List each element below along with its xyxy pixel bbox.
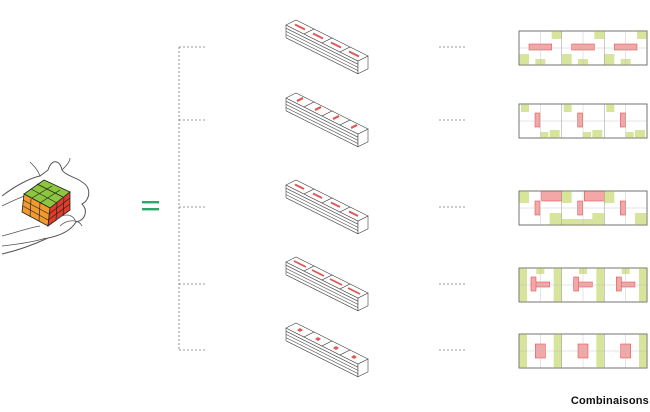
combination-plan: [518, 103, 648, 139]
stacked-blocks-icon: [285, 322, 369, 378]
combination-plan: [518, 267, 648, 303]
stacked-blocks-icon: [285, 256, 369, 312]
combination-plan: [518, 30, 648, 66]
caption: Combinaisons: [571, 395, 649, 407]
combination-2: [179, 92, 648, 148]
combination-plan: [518, 333, 648, 369]
combination-1: [179, 19, 648, 75]
combination-4: [179, 256, 648, 312]
combination-5: [179, 322, 648, 378]
equals-sign-icon: [142, 201, 159, 211]
combination-plan: [518, 190, 648, 226]
stacked-blocks-icon: [285, 92, 369, 148]
combination-3: [179, 179, 648, 235]
stacked-blocks-icon: [285, 179, 369, 235]
stacked-blocks-icon: [285, 19, 369, 75]
hand-holding-cube-icon: [1, 157, 90, 255]
